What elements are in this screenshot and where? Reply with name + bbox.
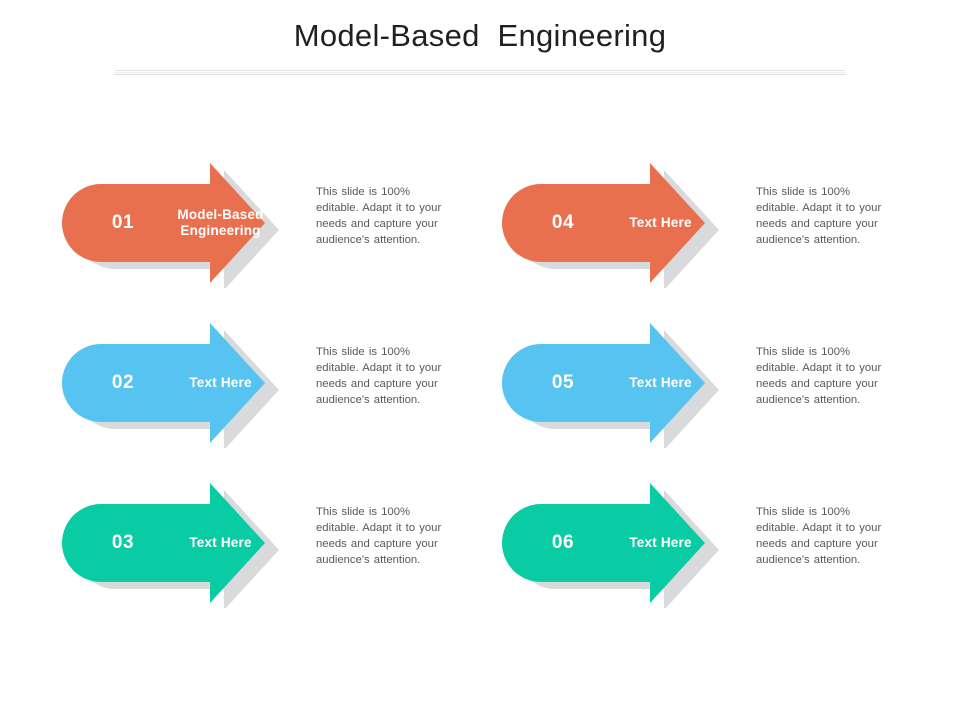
arrow-description-06: This slide is 100% editable. Adapt it to… bbox=[756, 506, 882, 566]
arrow-graphic-06 bbox=[502, 483, 719, 608]
arrow-graphic-05 bbox=[502, 323, 719, 448]
arrow-graphic-03 bbox=[62, 483, 279, 608]
arrow-description-03: This slide is 100% editable. Adapt it to… bbox=[316, 506, 442, 566]
arrow-body-01 bbox=[62, 163, 265, 283]
arrow-body-02 bbox=[62, 323, 265, 443]
arrow-description-04: This slide is 100% editable. Adapt it to… bbox=[756, 186, 882, 246]
arrow-graphic-04 bbox=[502, 163, 719, 288]
arrow-body-06 bbox=[502, 483, 705, 603]
arrow-description-01: This slide is 100% editable. Adapt it to… bbox=[316, 186, 442, 246]
divider-line-bottom bbox=[115, 74, 845, 75]
arrow-description-05: This slide is 100% editable. Adapt it to… bbox=[756, 346, 882, 406]
arrow-graphic-02 bbox=[62, 323, 279, 448]
arrow-body-03 bbox=[62, 483, 265, 603]
divider-line-top bbox=[115, 70, 845, 71]
arrow-body-04 bbox=[502, 163, 705, 283]
arrow-body-05 bbox=[502, 323, 705, 443]
title-divider bbox=[115, 70, 845, 75]
arrow-graphic-01 bbox=[62, 163, 279, 288]
page-title: Model-Based Engineering bbox=[293, 18, 667, 53]
arrow-description-02: This slide is 100% editable. Adapt it to… bbox=[316, 346, 442, 406]
divider-line-mid bbox=[115, 72, 845, 73]
